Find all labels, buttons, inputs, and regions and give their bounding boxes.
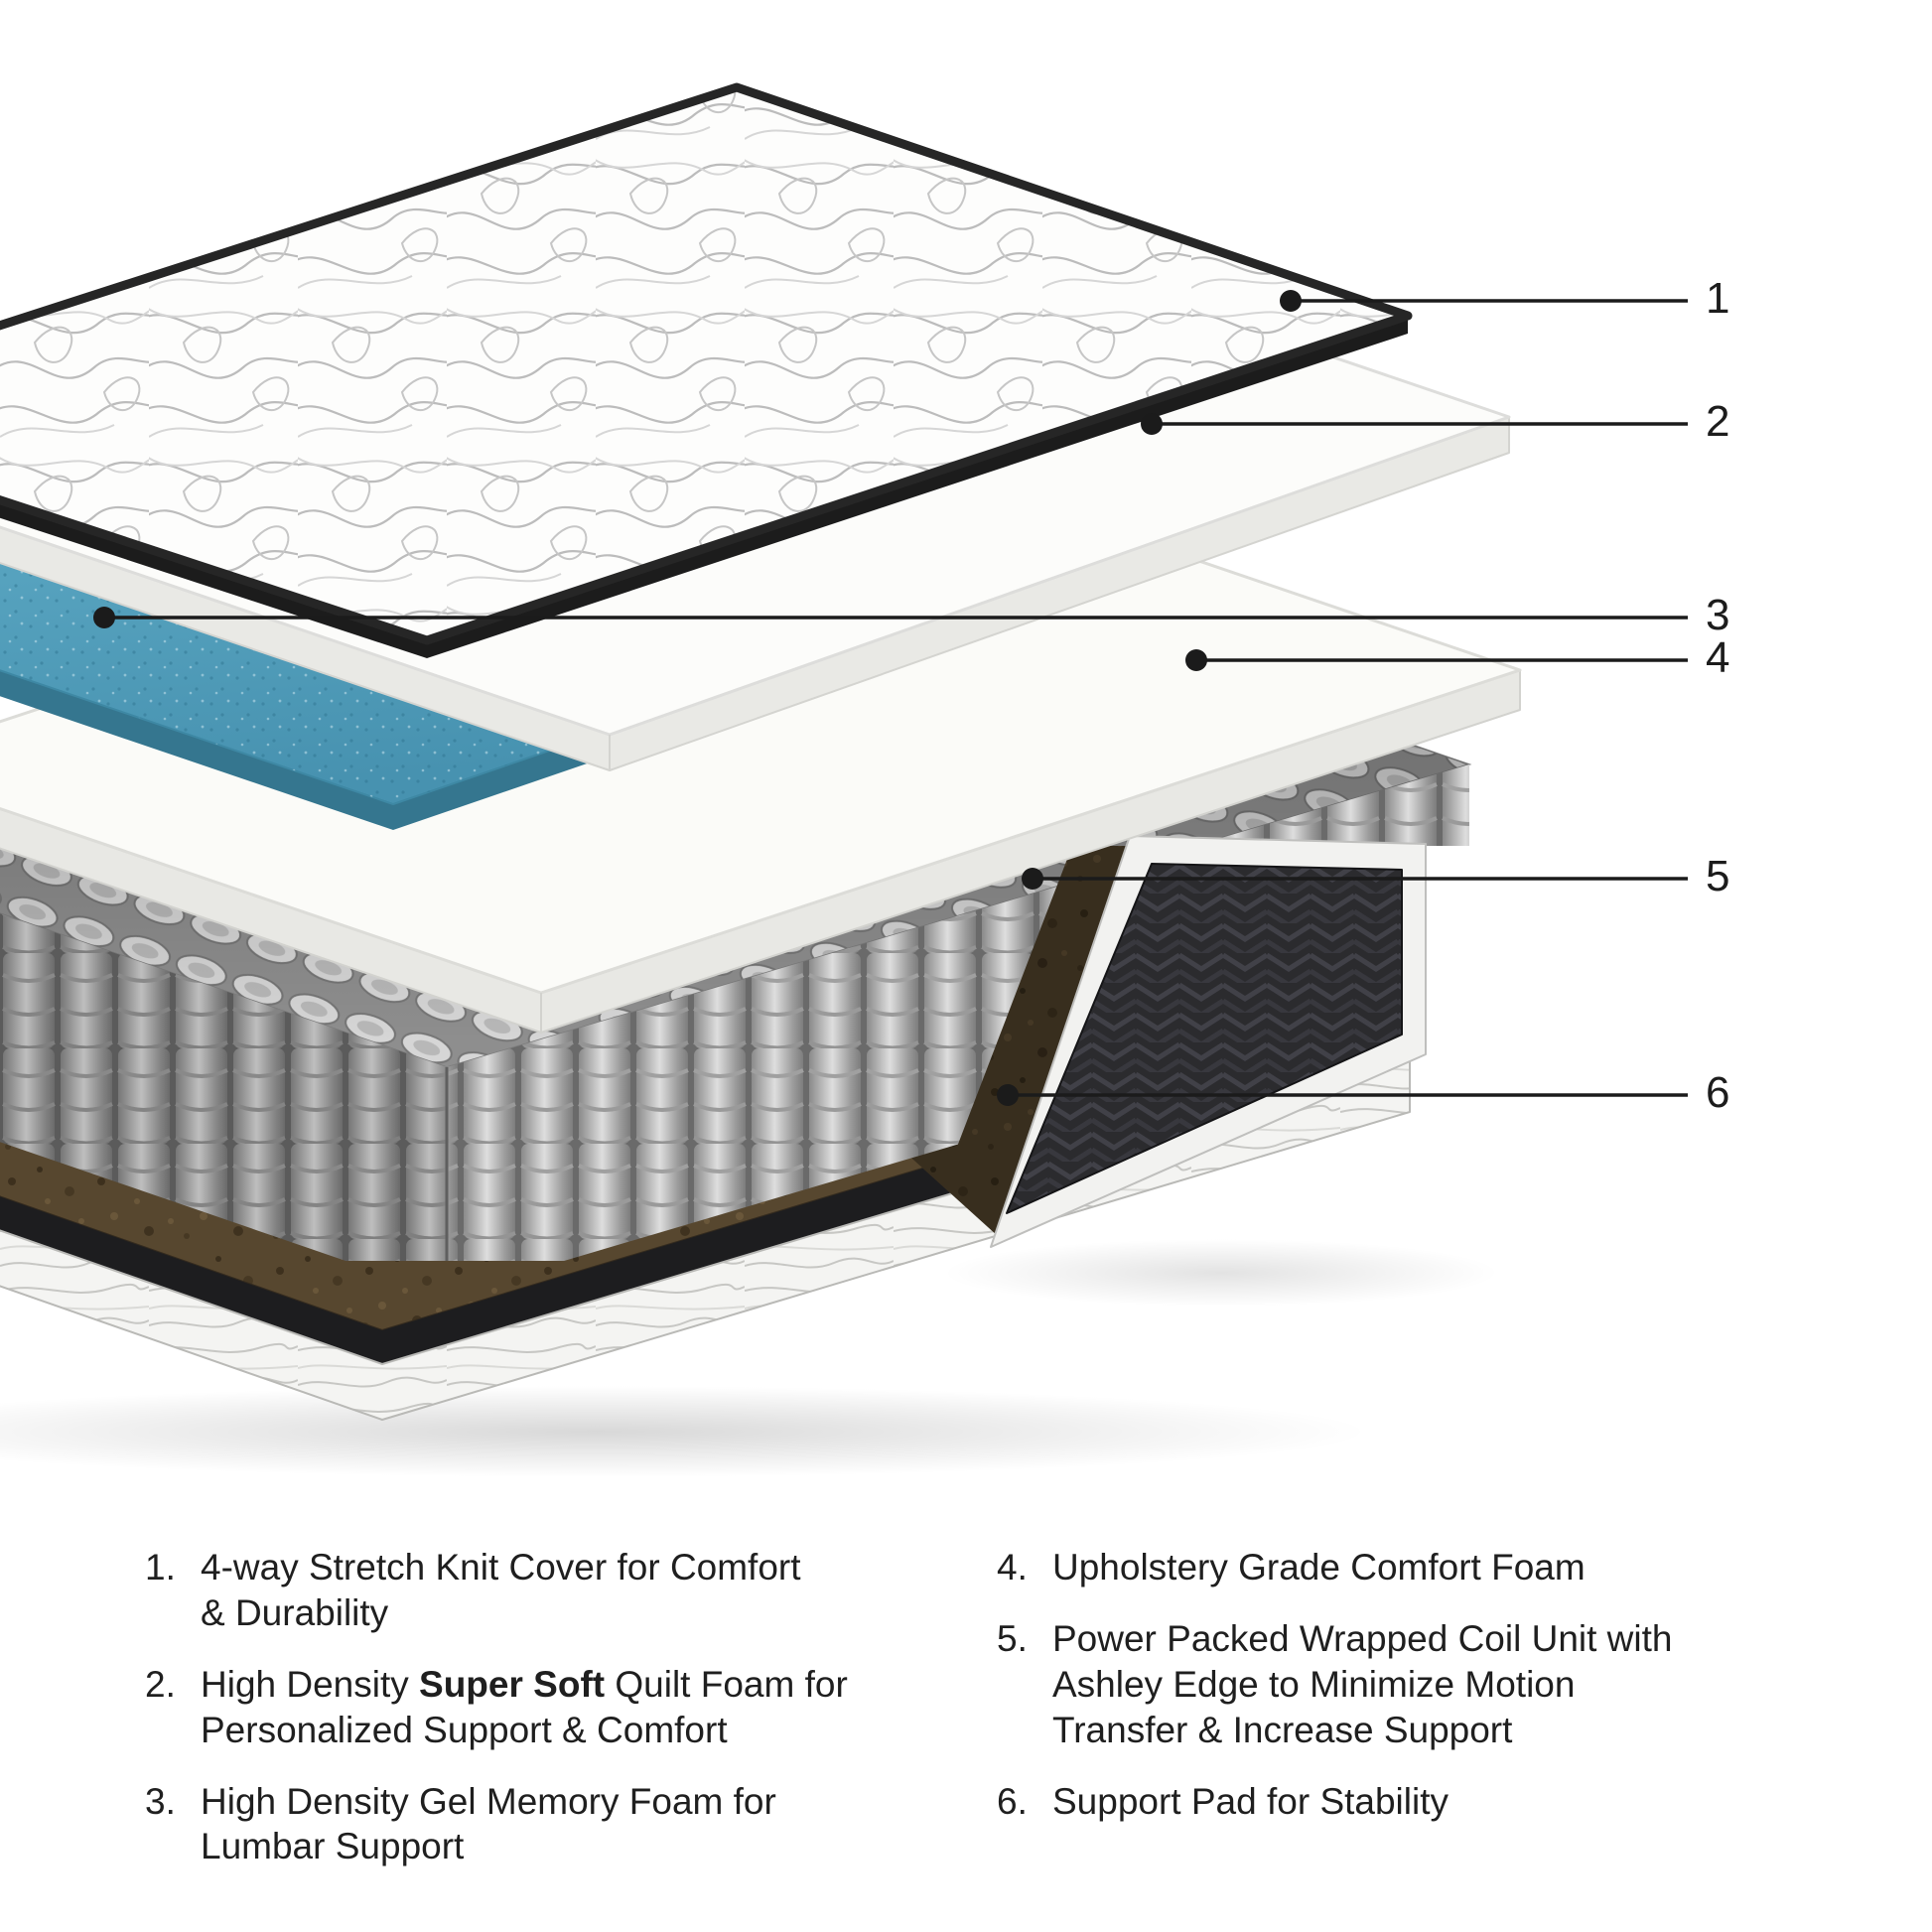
callout-number-6: 6 [1706,1068,1731,1117]
legend-item-4-text: Upholstery Grade Comfort Foam [1052,1547,1586,1587]
legend-item-5: 5. Power Packed Wrapped Coil Unit with A… [997,1616,1791,1753]
callout-line-3 [93,607,1688,628]
callout-number-4: 4 [1706,633,1731,682]
legend-item-6-number: 6. [997,1780,1028,1822]
legend-item-6-text: Support Pad for Stability [1052,1780,1449,1822]
callout-number-5: 5 [1706,852,1731,900]
callout-number-3: 3 [1706,591,1731,639]
legend-item-2: 2. High Density Super Soft Quilt Foam fo… [145,1662,899,1753]
callout-line-2 [1141,413,1688,435]
legend-item-1-text: 4-way Stretch Knit Cover for Comfort & D… [201,1547,801,1633]
legend-item-1-number: 1. [145,1547,176,1587]
legend-item-5-number: 5. [997,1617,1028,1659]
legend-column-left: 1. 4-way Stretch Knit Cover for Comfort … [145,1545,899,1895]
legend-item-4: 4. Upholstery Grade Comfort Foam [997,1545,1791,1590]
legend-item-3-number: 3. [145,1780,176,1822]
callout-lines [93,290,1688,1106]
legend-item-3: 3. High Density Gel Memory Foam for Lumb… [145,1779,899,1870]
ashley-edge-wedge [990,835,1427,1248]
callout-number-2: 2 [1706,397,1731,446]
legend-item-4-number: 4. [997,1547,1028,1587]
legend-item-5-text: Power Packed Wrapped Coil Unit with Ashl… [1052,1617,1673,1750]
stretch-knit-cover-layer [0,82,1413,658]
callout-line-5 [1022,868,1688,890]
legend-item-1: 1. 4-way Stretch Knit Cover for Comfort … [145,1545,899,1636]
callout-number-1: 1 [1706,274,1731,323]
legend-column-right: 4. Upholstery Grade Comfort Foam 5. Powe… [997,1545,1791,1850]
legend-item-3-text: High Density Gel Memory Foam for Lumbar … [201,1780,776,1867]
legend-item-2-text: High Density Super Soft Quilt Foam for P… [201,1663,848,1750]
legend-item-2-number: 2. [145,1663,176,1705]
legend-item-6: 6. Support Pad for Stability [997,1779,1791,1825]
callout-line-1 [1280,290,1688,312]
floor-shadow [0,1239,1499,1477]
callout-line-4 [1185,649,1688,671]
callout-line-6 [997,1084,1688,1106]
